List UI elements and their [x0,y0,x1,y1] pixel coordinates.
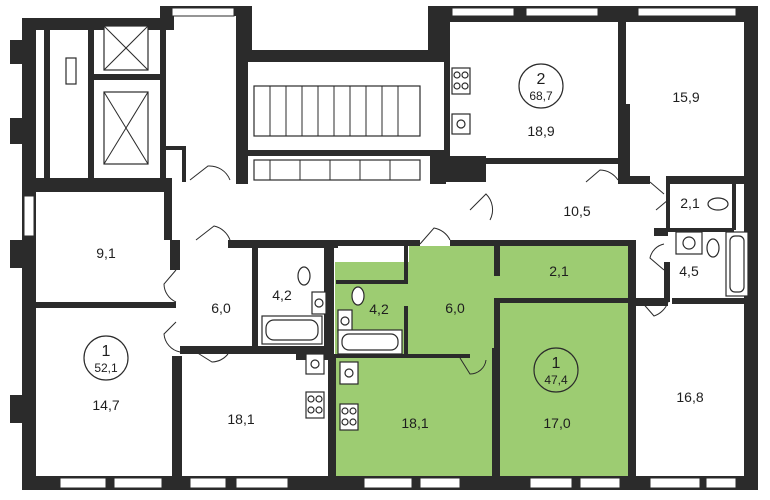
room-area-label: 2,1 [680,195,700,211]
elevator-shafts [65,25,149,165]
apartment-total-area: 68,7 [529,89,553,103]
room-area-label: 4,5 [679,263,699,279]
apartment-total-area: 47,4 [544,373,568,387]
room-area-label: 18,9 [527,123,554,139]
room-area-label: 6,0 [211,300,231,316]
room-area-label: 4,2 [272,287,292,303]
highlight-zone-kitchen [335,364,497,480]
staircase [253,85,421,181]
interior-walls [36,20,756,480]
badge-circle [533,347,579,393]
room-area-label: 4,2 [369,301,389,317]
room-area-label: 9,1 [96,245,116,261]
apartment-badge-top[interactable]: 2 68,7 [518,63,564,109]
doors [163,165,669,375]
apartment-number: 1 [102,343,111,360]
room-labels: 9,1 14,7 6,0 4,2 18,1 18,9 15,9 10,5 2,1… [92,89,703,431]
apartment-total-area: 52,1 [94,361,118,375]
badge-circle [83,335,129,381]
highlight-zone-storage [497,246,628,302]
room-area-label: 10,5 [563,203,590,219]
highlight-zone-hall [409,246,497,364]
room-area-label: 2,1 [549,263,569,279]
highlighted-apartment[interactable] [335,246,628,480]
apartment-number: 1 [552,355,561,372]
apartment-badge-left[interactable]: 1 52,1 [83,335,129,381]
room-area-label: 15,9 [672,89,699,105]
room-area-label: 18,1 [227,411,254,427]
apartment-badge-highlight[interactable]: 1 47,4 [533,347,579,393]
badge-circle [518,63,564,109]
room-area-label: 6,0 [445,300,465,316]
windows [23,7,737,489]
room-area-label: 14,7 [92,397,119,413]
room-area-label: 18,1 [401,415,428,431]
apartment-number: 2 [537,71,546,88]
room-area-label: 16,8 [676,389,703,405]
room-area-label: 17,0 [543,415,570,431]
fixtures [261,67,749,431]
